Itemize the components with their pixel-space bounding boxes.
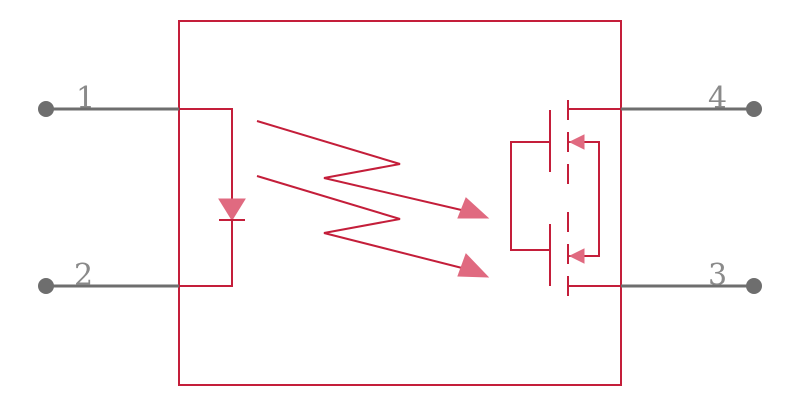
body-arrow-lower xyxy=(568,248,585,264)
pin-4-label: 4 xyxy=(708,81,727,116)
dual-mosfet-switch xyxy=(510,100,621,296)
light-arrows xyxy=(256,120,490,278)
body-connection xyxy=(568,141,600,257)
package-outline xyxy=(178,20,622,386)
pin-3-label: 3 xyxy=(708,258,727,293)
led-diode xyxy=(179,108,246,287)
light-arrow-lower xyxy=(256,175,471,271)
gate-connection xyxy=(510,141,550,251)
pin-1-label: 1 xyxy=(76,81,95,116)
light-arrow-upper xyxy=(256,120,471,213)
pin-3-dot xyxy=(746,278,762,294)
pin-1[interactable]: 1 xyxy=(38,81,179,117)
pin-4[interactable]: 4 xyxy=(621,81,762,117)
pin-3[interactable]: 3 xyxy=(621,258,762,294)
pin-2-label: 2 xyxy=(74,258,93,293)
pin-1-dot xyxy=(38,101,54,117)
light-arrow-upper-head xyxy=(457,197,490,219)
pin-2[interactable]: 2 xyxy=(38,258,179,294)
pin-4-dot xyxy=(746,101,762,117)
body-arrow-upper xyxy=(568,134,585,150)
light-arrow-lower-head xyxy=(457,253,490,278)
led-triangle xyxy=(218,198,246,221)
pin-2-dot xyxy=(38,278,54,294)
led-wire xyxy=(179,108,233,287)
